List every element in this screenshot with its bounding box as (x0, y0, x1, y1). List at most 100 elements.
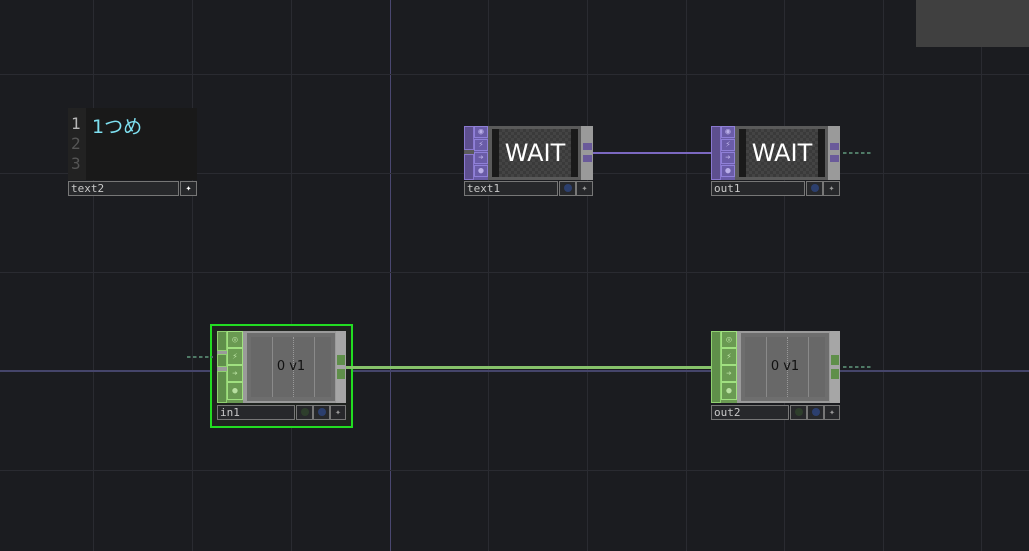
bypass-icon[interactable]: ⚡ (474, 139, 488, 151)
input-port[interactable] (217, 371, 227, 403)
strip-icons: ◎ ⚡ ➔ ● (721, 331, 737, 403)
pin-sparkle-icon[interactable]: ✦ (330, 405, 346, 420)
preview-text: 0 v1 (276, 359, 306, 374)
checker-background (499, 129, 571, 177)
line-number: 2 (71, 134, 81, 153)
input-port[interactable] (711, 331, 721, 403)
checker-background (746, 129, 818, 177)
bypass-icon[interactable]: ⚡ (721, 139, 735, 151)
grid-line (784, 0, 785, 551)
node-preview: WAIT (492, 129, 578, 177)
grid-line (192, 0, 193, 551)
viewer-icon[interactable]: ◎ (721, 331, 737, 348)
graph-gridline (314, 337, 315, 397)
wire-in1-out2[interactable] (346, 366, 716, 369)
output-port[interactable] (831, 355, 839, 365)
output-port[interactable] (830, 143, 839, 150)
node-body[interactable]: ◉ ⚡ ➔ ● WAIT (464, 126, 593, 180)
graph-gridline (787, 337, 789, 397)
render-flag-icon[interactable] (313, 405, 330, 420)
grid-line (587, 0, 588, 551)
render-arrow-icon[interactable]: ➔ (721, 152, 735, 164)
grid-line (883, 0, 884, 551)
output-strip (830, 331, 840, 403)
output-strip (828, 126, 840, 180)
grid-axis-vertical (390, 0, 391, 551)
graph-gridline (766, 337, 767, 397)
grid-line (488, 0, 489, 551)
node-strip: ◉ ⚡ ➔ ● (711, 126, 739, 180)
node-body[interactable]: ◎ ⚡ ➔ ● 0 v1 (217, 331, 346, 403)
output-port[interactable] (583, 143, 592, 150)
input-port[interactable] (217, 331, 227, 351)
node-name-label[interactable]: in1 (217, 405, 295, 420)
node-name-label[interactable]: out1 (711, 181, 805, 196)
node-preview: 0 v1 (247, 333, 335, 401)
preview-text: 0 v1 (770, 359, 800, 374)
lock-icon[interactable]: ● (721, 382, 737, 400)
render-arrow-icon[interactable]: ➔ (474, 152, 488, 164)
render-flag-icon[interactable] (559, 181, 576, 196)
viewer-icon[interactable]: ◉ (721, 126, 735, 138)
viewer-icon[interactable]: ◎ (227, 331, 243, 348)
pin-sparkle-icon[interactable]: ✦ (824, 405, 840, 420)
lock-icon[interactable]: ● (474, 165, 488, 177)
grid-line (686, 0, 687, 551)
render-flag-icon[interactable] (806, 181, 823, 196)
viewer-icon[interactable]: ◉ (474, 126, 488, 138)
strip-icons: ◉ ⚡ ➔ ● (721, 126, 735, 180)
output-strip (336, 331, 346, 403)
dat-line-text: 1つめ (92, 116, 143, 138)
grid-line (291, 0, 292, 551)
grid-line (93, 0, 94, 551)
input-port[interactable] (464, 154, 474, 180)
line-gutter (68, 108, 86, 180)
dat-viewer[interactable]: 1 2 3 1つめ (68, 108, 197, 180)
render-arrow-icon[interactable]: ➔ (227, 365, 243, 382)
grid-line (0, 272, 1029, 273)
grid-line (981, 0, 982, 551)
output-port[interactable] (337, 369, 345, 379)
node-name-label[interactable]: out2 (711, 405, 789, 420)
grid-line (0, 470, 1029, 471)
node-preview: WAIT (739, 129, 825, 177)
display-flag-icon[interactable] (296, 405, 313, 420)
output-port[interactable] (830, 155, 839, 162)
wire-in1-input-stub (187, 356, 213, 358)
input-port[interactable] (711, 126, 721, 180)
output-port[interactable] (583, 155, 592, 162)
render-flag-icon[interactable] (807, 405, 824, 420)
line-number: 3 (71, 154, 81, 173)
pin-sparkle-icon[interactable]: ✦ (576, 181, 593, 196)
wire-out2-output-stub (843, 366, 871, 368)
node-body[interactable]: ◎ ⚡ ➔ ● 0 v1 (711, 331, 840, 403)
display-flag-icon[interactable] (790, 405, 807, 420)
star-sparkle-icon[interactable]: ✦ (180, 181, 197, 196)
bypass-icon[interactable]: ⚡ (721, 348, 737, 365)
graph-gridline (808, 337, 809, 397)
viewer-panel[interactable] (916, 0, 1029, 47)
preview-text: WAIT (504, 139, 566, 167)
graph-gridline (293, 337, 295, 397)
lock-icon[interactable]: ● (721, 165, 735, 177)
input-port[interactable] (464, 126, 474, 150)
wire-text1-out1[interactable] (592, 152, 714, 154)
wire-out1-output-stub (843, 152, 873, 154)
node-strip: ◉ ⚡ ➔ ● (464, 126, 492, 180)
input-port[interactable] (217, 354, 227, 367)
render-arrow-icon[interactable]: ➔ (721, 365, 737, 382)
grid-line (0, 74, 1029, 75)
grid-axis-horizontal (0, 370, 1029, 372)
node-body[interactable]: ◉ ⚡ ➔ ● WAIT (711, 126, 840, 180)
node-name-label[interactable]: text1 (464, 181, 558, 196)
pin-sparkle-icon[interactable]: ✦ (823, 181, 840, 196)
bypass-icon[interactable]: ⚡ (227, 348, 243, 365)
output-port[interactable] (831, 369, 839, 379)
line-number: 1 (71, 114, 81, 133)
channel-graph: 0 v1 (251, 337, 331, 397)
output-port[interactable] (337, 355, 345, 365)
node-name-label[interactable]: text2 (68, 181, 179, 196)
lock-icon[interactable]: ● (227, 382, 243, 400)
graph-gridline (272, 337, 273, 397)
preview-text: WAIT (751, 139, 813, 167)
